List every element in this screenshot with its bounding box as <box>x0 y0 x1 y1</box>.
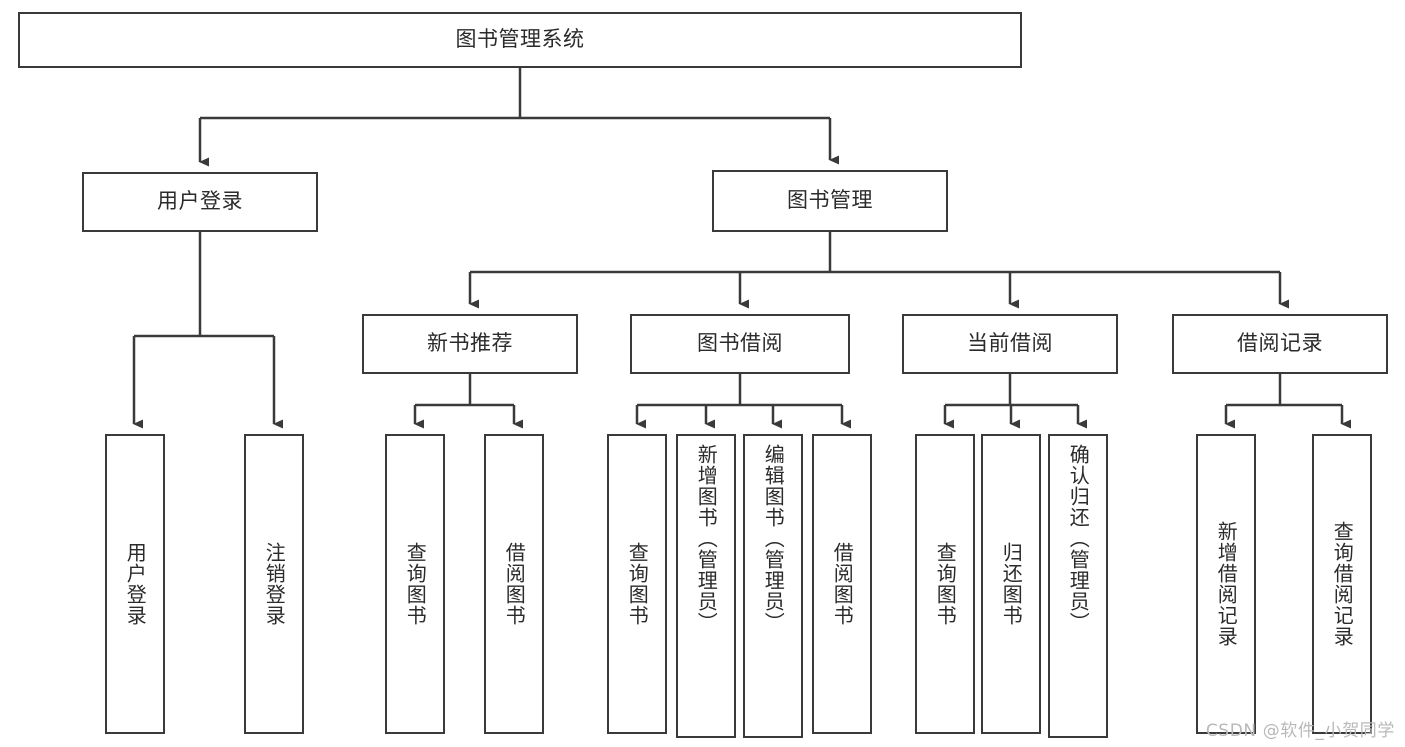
node-label: 图书管理系统 <box>455 27 585 52</box>
node-leaf-borrow-book[interactable]: 借阅图书 <box>812 434 872 734</box>
node-leaf-query-borrow-record[interactable]: 查询借阅记录 <box>1312 434 1372 734</box>
node-book-borrow[interactable]: 图书借阅 <box>630 314 850 374</box>
node-label: 新增借阅记录 <box>1214 521 1239 647</box>
node-label: 查询图书 <box>933 542 958 626</box>
node-label: 图书借阅 <box>697 331 783 356</box>
node-leaf-add-book-admin[interactable]: 新增图书（管理员） <box>676 434 736 738</box>
node-label: 借阅图书 <box>502 542 527 626</box>
node-label: 归还图书 <box>999 542 1024 626</box>
node-leaf-confirm-return-admin[interactable]: 确认归还（管理员） <box>1048 434 1108 738</box>
node-label: 查询借阅记录 <box>1330 521 1355 647</box>
node-label: 注销登录 <box>262 542 287 626</box>
node-borrow-record[interactable]: 借阅记录 <box>1172 314 1388 374</box>
node-label: 用户登录 <box>157 189 243 214</box>
node-label: 新增图书（管理员） <box>694 444 719 633</box>
node-label: 图书管理 <box>787 188 873 213</box>
node-label: 借阅记录 <box>1237 331 1323 356</box>
node-leaf-edit-book-admin[interactable]: 编辑图书（管理员） <box>743 434 803 738</box>
node-label: 查询图书 <box>625 542 650 626</box>
node-label: 借阅图书 <box>830 542 855 626</box>
node-leaf-query-book-recommend[interactable]: 查询图书 <box>385 434 445 734</box>
node-book-management-system[interactable]: 图书管理系统 <box>18 12 1022 68</box>
node-user-login[interactable]: 用户登录 <box>82 172 318 232</box>
node-leaf-user-login[interactable]: 用户登录 <box>105 434 165 734</box>
node-leaf-query-book-borrow[interactable]: 查询图书 <box>607 434 667 734</box>
node-book-management[interactable]: 图书管理 <box>712 170 948 232</box>
node-label: 当前借阅 <box>967 331 1053 356</box>
node-current-borrow[interactable]: 当前借阅 <box>902 314 1118 374</box>
node-label: 编辑图书（管理员） <box>761 444 786 633</box>
node-label: 新书推荐 <box>427 331 513 356</box>
node-label: 查询图书 <box>403 542 428 626</box>
node-label: 确认归还（管理员） <box>1066 444 1091 633</box>
node-new-book-recommend[interactable]: 新书推荐 <box>362 314 578 374</box>
node-leaf-borrow-book-recommend[interactable]: 借阅图书 <box>484 434 544 734</box>
node-leaf-query-book-current[interactable]: 查询图书 <box>915 434 975 734</box>
node-leaf-add-borrow-record[interactable]: 新增借阅记录 <box>1196 434 1256 734</box>
node-leaf-return-book[interactable]: 归还图书 <box>981 434 1041 734</box>
node-leaf-logout[interactable]: 注销登录 <box>244 434 304 734</box>
node-label: 用户登录 <box>123 542 148 626</box>
